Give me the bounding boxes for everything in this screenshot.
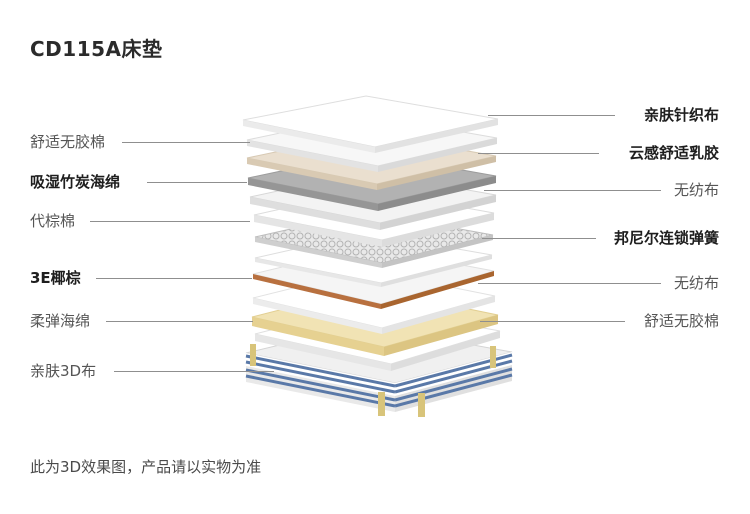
leader-line <box>96 278 252 279</box>
label-comfort-cotton-upper: 舒适无胶棉 <box>30 133 106 151</box>
label-3e-coir: 3E椰棕 <box>30 269 81 287</box>
leader-line <box>488 115 615 116</box>
leader-line <box>480 321 625 322</box>
label-elastic-sponge: 柔弹海绵 <box>30 312 91 330</box>
leader-line <box>478 283 661 284</box>
label-3d-fabric: 亲肤3D布 <box>30 362 97 380</box>
label-comfort-cotton-lower: 舒适无胶棉 <box>643 312 719 330</box>
layer-knit-fabric-top <box>242 95 499 153</box>
leader-line <box>478 153 599 154</box>
leader-line <box>484 190 661 191</box>
label-nonwoven-upper: 无纺布 <box>673 181 719 199</box>
label-bonnell-spring: 邦尼尔连锁弹簧 <box>613 229 719 247</box>
leader-line <box>106 321 253 322</box>
leader-line <box>114 371 274 372</box>
leader-line <box>482 238 596 239</box>
page-title: CD115A床垫 <box>30 37 163 61</box>
label-palm-substitute-cotton: 代棕棉 <box>30 212 76 230</box>
label-nonwoven-lower: 无纺布 <box>673 274 719 292</box>
label-bamboo-charcoal-sponge: 吸湿竹炭海绵 <box>30 173 121 191</box>
footnote: 此为3D效果图，产品请以实物为准 <box>30 458 262 476</box>
leader-line <box>122 142 250 143</box>
label-knit-fabric: 亲肤针织布 <box>643 106 719 124</box>
label-cloud-latex: 云感舒适乳胶 <box>628 144 719 162</box>
leader-line <box>147 182 247 183</box>
leader-line <box>90 221 250 222</box>
